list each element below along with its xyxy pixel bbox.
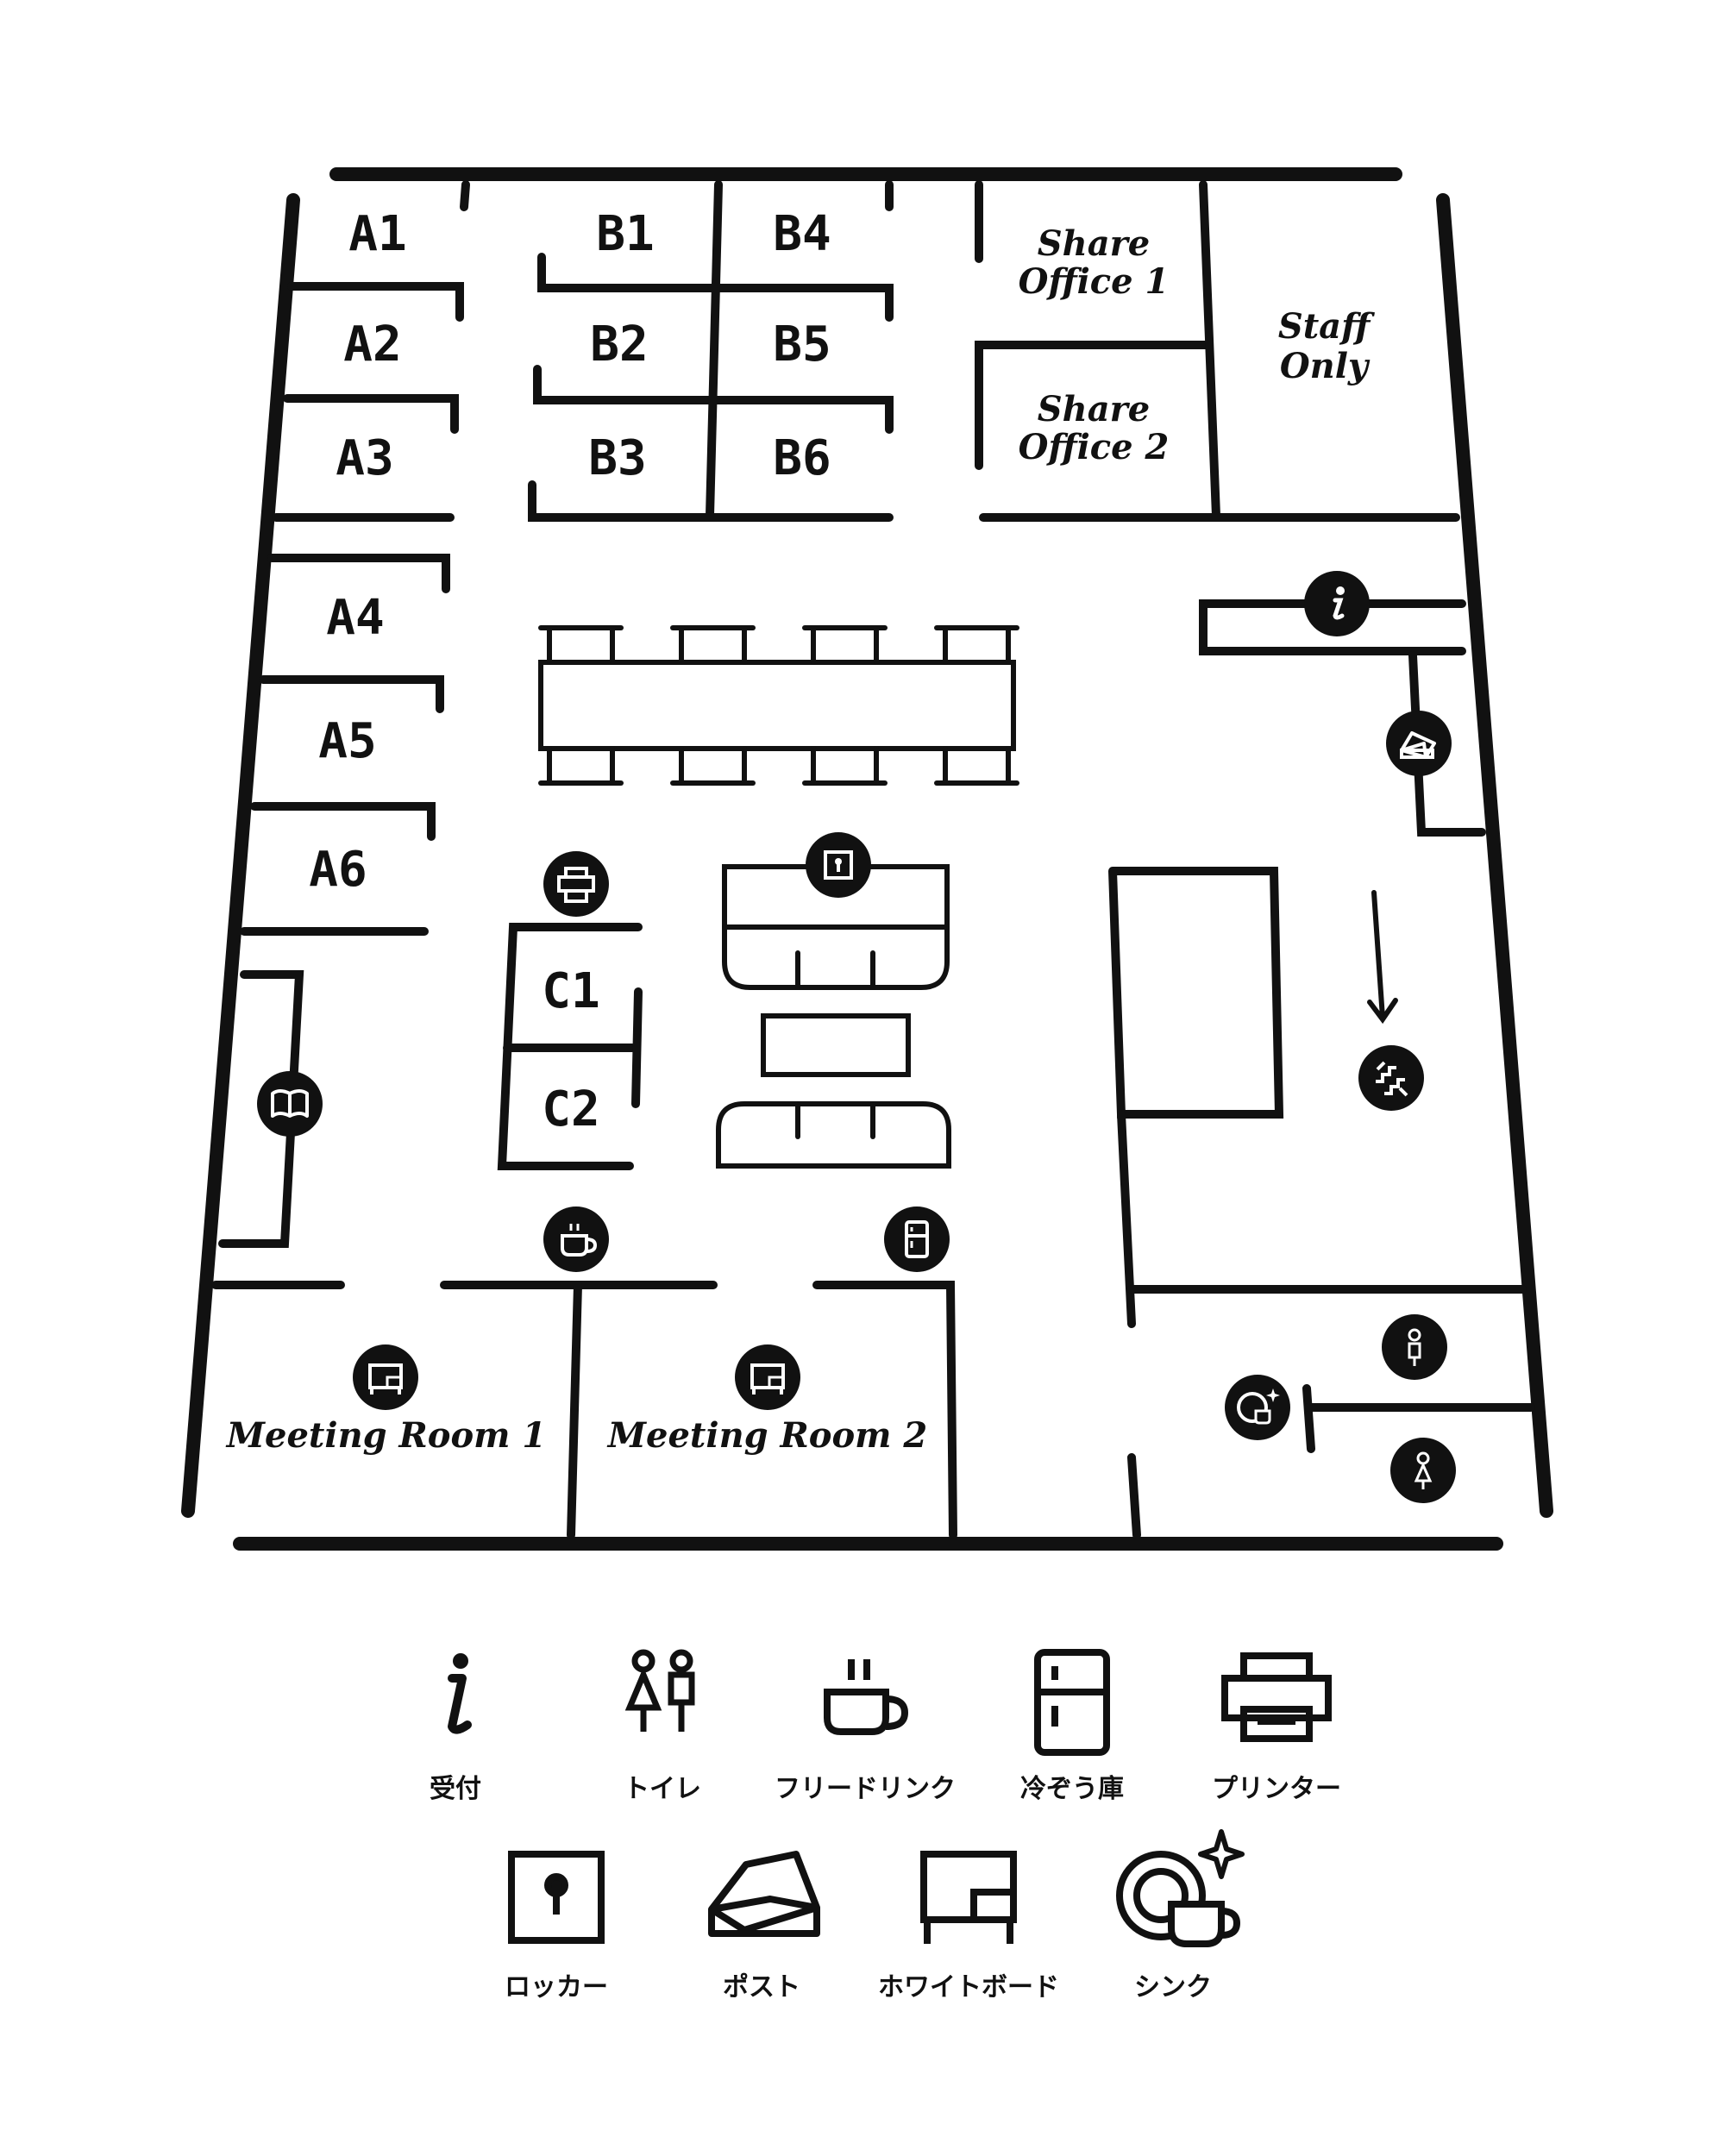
legend-label-fridge: 冷ぞう庫 bbox=[1020, 1774, 1124, 1804]
room-label-a6: A6 bbox=[309, 842, 367, 898]
room-label-c1: C1 bbox=[542, 963, 599, 1019]
legend-label-sink: シンク bbox=[1134, 1972, 1212, 2002]
room-labels: A1 A2 A3 A4 A5 A6 B1 B2 B3 B4 B5 B6 C1 C… bbox=[225, 206, 1375, 1456]
info-icon bbox=[448, 1653, 472, 1734]
room-label-b6: B6 bbox=[773, 430, 831, 486]
locker-icon bbox=[806, 832, 871, 898]
legend-item-post: ポスト bbox=[708, 1851, 820, 2002]
legend-label-printer: プリンター bbox=[1212, 1774, 1341, 1804]
fridge-icon bbox=[1034, 1649, 1110, 1756]
legend-item-toilet: トイレ bbox=[624, 1649, 701, 1804]
toilet-male-icon bbox=[1382, 1314, 1447, 1380]
legend-label-coffee: フリードリンク bbox=[775, 1774, 956, 1804]
legend-item-info: 受付 bbox=[430, 1653, 481, 1804]
legend-item-printer: プリンター bbox=[1212, 1652, 1341, 1804]
interior-walls bbox=[211, 180, 1535, 1539]
locker-icon bbox=[508, 1851, 605, 1944]
legend-item-locker: ロッカー bbox=[505, 1851, 608, 2002]
legend: 受付 トイレ フリードリンク bbox=[430, 1649, 1341, 2002]
whiteboard-icon bbox=[353, 1344, 418, 1410]
info-icon bbox=[1304, 571, 1370, 636]
room-label-meeting-room-1: Meeting Room 1 bbox=[225, 1415, 547, 1456]
stairs-icon bbox=[1358, 1045, 1424, 1111]
room-label-share-office-2-line1: Share bbox=[1038, 389, 1150, 429]
room-label-share-office-1-line2: Office 1 bbox=[1019, 261, 1170, 302]
printer-icon bbox=[1221, 1652, 1332, 1742]
room-label-b4: B4 bbox=[773, 206, 831, 262]
legend-label-locker: ロッカー bbox=[505, 1972, 608, 2002]
post-icon bbox=[1386, 711, 1452, 776]
legend-item-sink: シンク bbox=[1116, 1829, 1245, 2002]
map-icons bbox=[257, 571, 1456, 1503]
legend-label-whiteboard: ホワイトボード bbox=[878, 1972, 1059, 2002]
room-label-a3: A3 bbox=[336, 430, 393, 486]
toilet-icon bbox=[624, 1649, 695, 1732]
sink-icon bbox=[1225, 1375, 1290, 1440]
room-label-share-office-2-line2: Office 2 bbox=[1019, 427, 1170, 467]
printer-icon bbox=[543, 851, 609, 917]
legend-label-toilet: トイレ bbox=[624, 1774, 701, 1804]
post-icon bbox=[708, 1851, 820, 1937]
room-label-a1: A1 bbox=[348, 206, 406, 262]
room-label-share-office-1-line1: Share bbox=[1038, 223, 1150, 264]
room-label-meeting-room-2: Meeting Room 2 bbox=[606, 1415, 928, 1456]
room-label-b5: B5 bbox=[773, 317, 831, 373]
fridge-icon bbox=[884, 1206, 950, 1272]
room-label-staff-only-line2: Only bbox=[1280, 346, 1371, 386]
room-label-b3: B3 bbox=[588, 430, 646, 486]
outer-walls bbox=[181, 167, 1553, 1551]
book-icon bbox=[257, 1071, 323, 1137]
legend-label-info: 受付 bbox=[430, 1774, 481, 1804]
coffee-icon bbox=[824, 1659, 909, 1735]
room-label-b1: B1 bbox=[596, 206, 654, 262]
room-label-staff-only-line1: Staff bbox=[1278, 306, 1375, 347]
room-label-a2: A2 bbox=[343, 317, 401, 373]
room-label-a5: A5 bbox=[318, 713, 376, 769]
sink-icon bbox=[1116, 1829, 1245, 1947]
whiteboard-icon bbox=[920, 1851, 1017, 1944]
legend-item-fridge: 冷ぞう庫 bbox=[1020, 1649, 1124, 1804]
legend-item-whiteboard: ホワイトボード bbox=[878, 1851, 1059, 2002]
legend-item-coffee: フリードリンク bbox=[775, 1659, 956, 1804]
whiteboard-icon bbox=[735, 1344, 800, 1410]
room-label-b2: B2 bbox=[590, 317, 648, 373]
room-label-a4: A4 bbox=[326, 590, 384, 646]
furniture bbox=[538, 625, 1398, 1169]
room-label-c2: C2 bbox=[542, 1081, 599, 1138]
toilet-female-icon bbox=[1390, 1438, 1456, 1503]
coffee-icon bbox=[543, 1206, 609, 1272]
legend-label-post: ポスト bbox=[723, 1972, 800, 2002]
